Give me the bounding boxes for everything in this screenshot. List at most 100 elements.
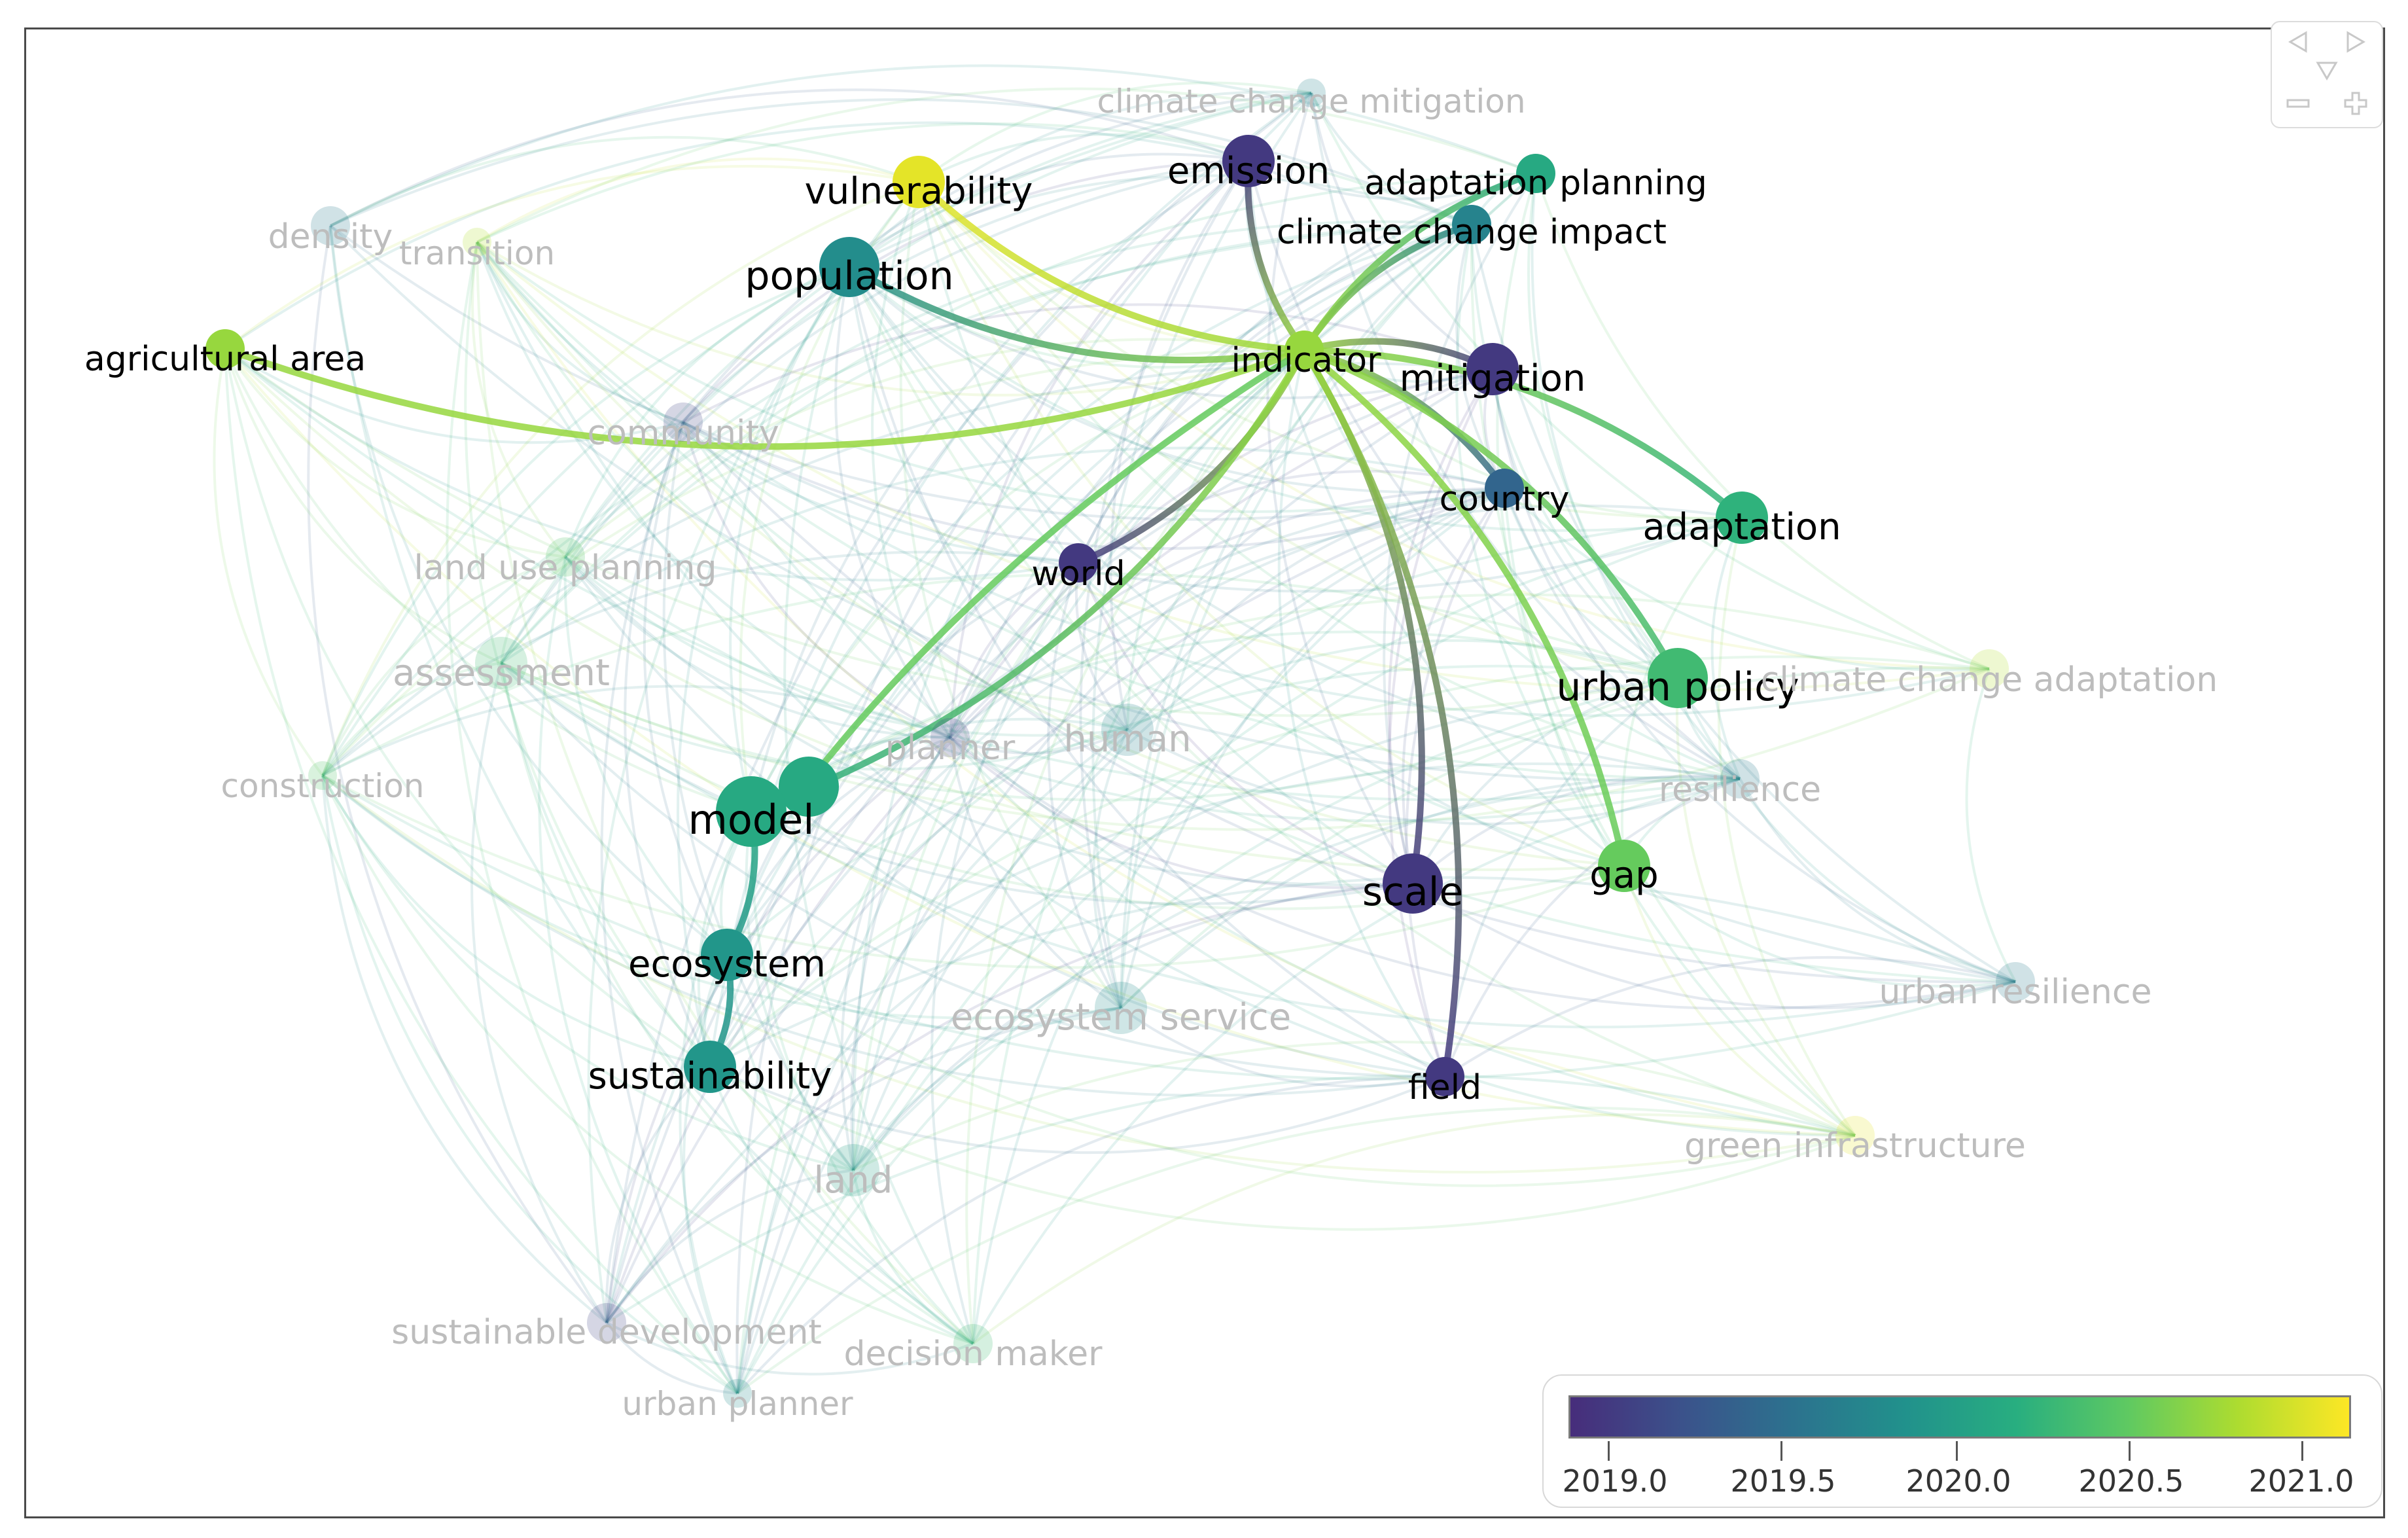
background-link [605,736,951,1323]
label-scale[interactable]: scale [1362,869,1464,915]
label-resilience[interactable]: resilience [1659,770,1821,810]
background-link [676,266,851,1067]
node-indicator[interactable] [1284,331,1324,370]
node-field[interactable] [1425,1057,1464,1096]
node-country[interactable] [1485,469,1524,508]
background-link [726,954,1856,1187]
label-sustainable-development[interactable]: sustainable development [391,1313,822,1352]
node-sustainable-development[interactable] [587,1303,626,1342]
label-world[interactable]: world [1031,554,1125,594]
label-transition[interactable]: transition [399,234,555,272]
label-model[interactable]: model [688,796,814,844]
network-canvas-frame[interactable] [24,27,2385,1518]
label-ecosystem-service[interactable]: ecosystem service [951,996,1291,1039]
background-link [1120,666,1990,1009]
label-urban-policy[interactable]: urban policy [1556,664,1799,710]
node-construction[interactable] [308,761,337,790]
label-human[interactable]: human [1063,718,1191,760]
background-link [1739,778,2016,983]
label-planner[interactable]: planner [885,728,1016,768]
background-link [917,81,1312,183]
node-land-use-planning[interactable] [546,537,585,577]
background-link [1383,172,1537,884]
label-climate-change-mitigation[interactable]: climate change mitigation [1097,82,1525,120]
node-green-infrastructure[interactable] [1835,1116,1875,1155]
label-agricultural-area[interactable]: agricultural area [84,340,366,379]
background-link [605,223,1472,1323]
label-mitigation[interactable]: mitigation [1400,357,1586,400]
node-climate-change-impact[interactable] [1452,205,1491,244]
label-vulnerability[interactable]: vulnerability [805,170,1033,213]
label-adaptation-planning[interactable]: adaptation planning [1364,164,1707,203]
label-adaptation[interactable]: adaptation [1642,506,1841,548]
node-adaptation-planning[interactable] [1516,154,1555,193]
background-link [852,778,1741,1171]
label-country[interactable]: country [1440,480,1570,519]
background-link [949,160,1250,738]
label-green-infrastructure[interactable]: green infrastructure [1684,1126,2026,1166]
zoom-out-icon[interactable] [2284,89,2312,118]
node-land[interactable] [827,1144,879,1196]
pan-down-icon[interactable] [2312,56,2341,85]
background-link [1126,487,1505,731]
node-decision-maker[interactable] [953,1324,993,1363]
node-urban-planner[interactable] [723,1379,752,1408]
node-model[interactable] [716,776,787,847]
node-urban-policy[interactable] [1648,648,1708,708]
node-planner[interactable] [930,718,970,757]
node-urban-resilience[interactable] [1996,962,2035,1001]
label-urban-resilience[interactable]: urban resilience [1879,973,2152,1012]
node-assessment[interactable] [475,637,527,689]
label-urban-planner[interactable]: urban planner [622,1385,853,1423]
background-link [729,266,851,812]
label-land-use-planning[interactable]: land use planning [414,548,717,588]
pan-left-icon[interactable] [2284,27,2312,56]
background-link [605,1074,1856,1324]
label-assessment[interactable]: assessment [393,652,610,694]
node-model-cluster[interactable] [779,757,839,817]
node-ecosystem[interactable] [701,929,753,981]
label-indicator[interactable]: indicator [1231,341,1382,380]
label-community[interactable]: community [587,414,779,453]
link-indicator-vulnerability [916,179,1305,353]
node-gap[interactable] [1598,840,1650,892]
label-emission[interactable]: emission [1167,150,1330,192]
background-link [600,421,739,1394]
node-climate-change-adaptation[interactable] [1970,649,2009,689]
label-density[interactable]: density [268,217,393,257]
node-population[interactable] [819,237,879,297]
node-ecosystem-service[interactable] [1095,982,1147,1034]
background-link [564,556,1128,737]
label-climate-change-impact[interactable]: climate change impact [1277,213,1667,252]
label-sustainability[interactable]: sustainability [588,1055,832,1098]
label-ecosystem[interactable]: ecosystem [628,943,826,986]
background-link [679,811,752,1394]
background-link [709,368,1493,1067]
node-resilience[interactable] [1720,759,1760,798]
label-gap[interactable]: gap [1589,854,1658,897]
node-vulnerability[interactable] [893,156,945,208]
label-field[interactable]: field [1408,1068,1481,1107]
node-scale[interactable] [1383,853,1443,914]
node-density[interactable] [311,206,350,245]
zoom-in-icon[interactable] [2341,89,2370,118]
label-land[interactable]: land [814,1159,893,1202]
background-link [307,225,608,1324]
label-decision-maker[interactable]: decision maker [843,1334,1103,1374]
node-climate-change-mitigation[interactable] [1297,79,1326,107]
node-agricultural-area[interactable] [205,329,245,368]
pan-right-icon[interactable] [2341,27,2370,56]
label-population[interactable]: population [745,253,953,299]
node-mitigation[interactable] [1466,343,1519,395]
node-community[interactable] [664,402,703,442]
node-world[interactable] [1059,543,1098,582]
node-sustainability[interactable] [684,1041,736,1093]
label-climate-change-adaptation[interactable]: climate change adaptation [1761,660,2218,700]
background-link [1496,173,1625,867]
node-transition[interactable] [463,228,491,257]
node-adaptation[interactable] [1716,492,1768,544]
node-emission[interactable] [1222,135,1275,187]
label-construction[interactable]: construction [221,767,425,805]
node-human[interactable] [1101,704,1154,756]
